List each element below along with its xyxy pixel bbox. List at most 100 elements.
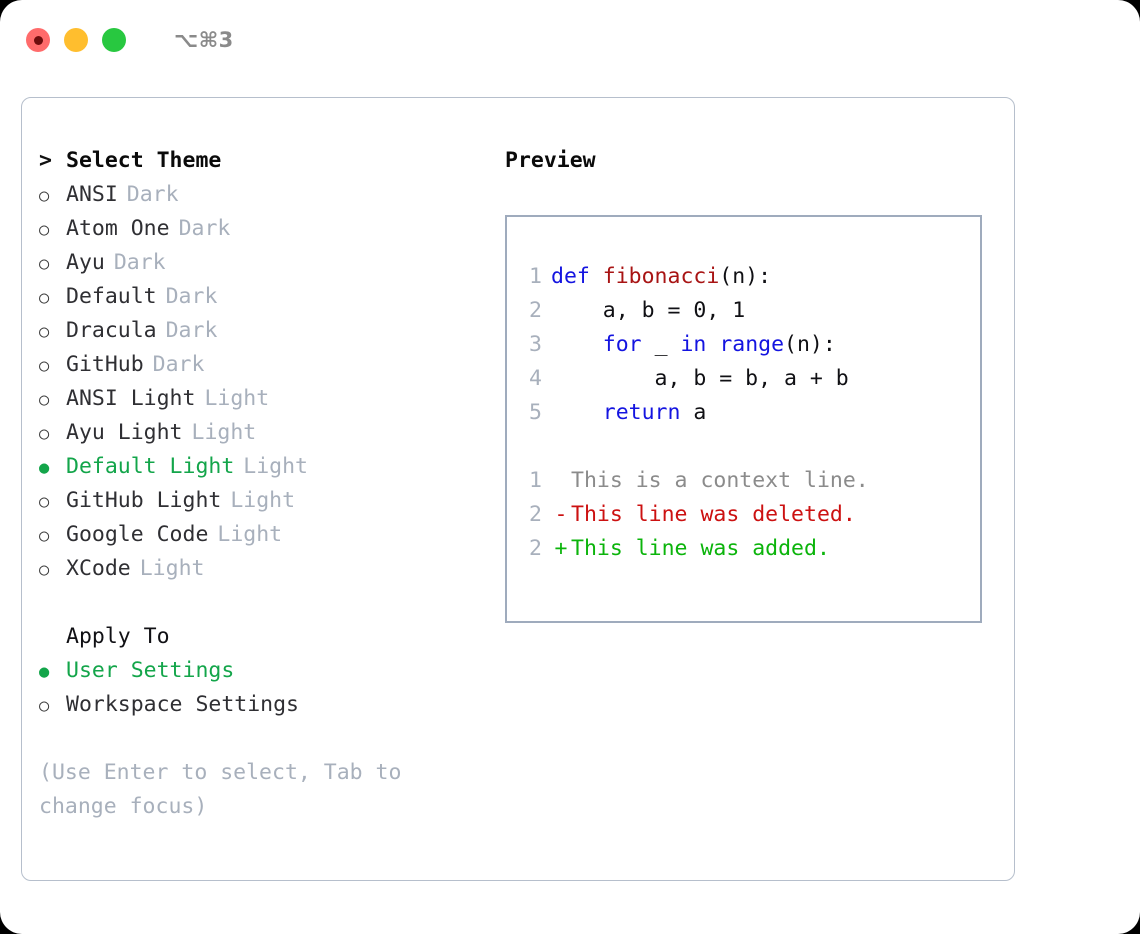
close-button[interactable] — [26, 28, 50, 52]
radio-selected-icon: ● — [39, 458, 50, 478]
titlebar: ⌥⌘3 — [0, 0, 1140, 80]
radio-unselected-icon: ○ — [39, 492, 50, 512]
code-token-plain: a, b = b, a + b — [551, 366, 849, 391]
code-token-kw: for — [602, 332, 642, 357]
keyboard-shortcut-label: ⌥⌘3 — [174, 28, 234, 52]
theme-name-label: GitHub — [66, 352, 144, 377]
code-token-plain: a — [680, 400, 707, 425]
hint-text: (Use Enter to select, Tab to change focu… — [39, 760, 402, 819]
theme-list-item[interactable]: ○ Default Dark — [39, 280, 482, 314]
code-line: 4 a, b = b, a + b — [507, 362, 980, 396]
select-theme-heading-label: Select Theme — [66, 148, 222, 173]
theme-variant-label: Light — [230, 488, 296, 513]
theme-list-item[interactable]: ○ GitHub Light Light — [39, 484, 482, 518]
radio-unselected-icon: ○ — [39, 254, 50, 274]
radio-unselected-icon: ○ — [39, 356, 50, 376]
theme-name-label: Google Code — [66, 522, 209, 547]
theme-name-label: XCode — [66, 556, 131, 581]
line-number: 1 — [529, 468, 542, 493]
theme-name-label: Dracula — [66, 318, 157, 343]
theme-list-item[interactable]: ● Default Light Light — [39, 450, 482, 484]
code-token-kw: in — [680, 332, 707, 357]
theme-variant-label: Dark — [178, 216, 231, 241]
code-text: a, b = b, a + b — [551, 362, 849, 396]
apply-to-list: ● User Settings ○ Workspace Settings — [39, 654, 482, 722]
radio-unselected-icon: ○ — [39, 424, 50, 444]
diff-line: 2-This line was deleted. — [507, 498, 980, 532]
apply-to-heading-label: Apply To — [66, 624, 170, 649]
theme-name-label: Default Light — [66, 454, 235, 479]
theme-name-label: Ayu Light — [66, 420, 183, 445]
diff-marker — [551, 464, 571, 498]
diff-text: This is a context line. — [571, 468, 869, 493]
code-line: 2 a, b = 0, 1 — [507, 294, 980, 328]
diff-marker: - — [554, 502, 568, 527]
theme-variant-label: Light — [204, 386, 270, 411]
theme-name-label: Atom One — [66, 216, 170, 241]
radio-selected-icon: ● — [39, 662, 50, 682]
apply-to-option-label: User Settings — [66, 658, 235, 683]
diff-sample: 1 This is a context line.2-This line was… — [507, 464, 980, 566]
theme-list-item[interactable]: ○ Dracula Dark — [39, 314, 482, 348]
code-line: 3 for _ in range(n): — [507, 328, 980, 362]
code-spacer — [507, 430, 980, 464]
recording-indicator-icon — [33, 35, 43, 45]
radio-unselected-icon: ○ — [39, 390, 50, 410]
theme-name-label: Ayu — [66, 250, 105, 275]
code-token-plain: a, b = 0, 1 — [551, 298, 746, 323]
theme-name-label: GitHub Light — [66, 488, 222, 513]
code-text: for _ in range(n): — [551, 328, 836, 362]
theme-variant-label: Dark — [165, 318, 218, 343]
code-text: return a — [551, 396, 707, 430]
theme-variant-label: Dark — [126, 182, 179, 207]
theme-variant-label: Dark — [113, 250, 166, 275]
theme-variant-label: Dark — [165, 284, 218, 309]
apply-to-option[interactable]: ○ Workspace Settings — [39, 688, 482, 722]
diff-marker: + — [554, 536, 568, 561]
line-number: 4 — [529, 366, 542, 391]
code-token-plain: (n): — [784, 332, 836, 357]
diff-line: 1 This is a context line. — [507, 464, 980, 498]
radio-unselected-icon: ○ — [39, 526, 50, 546]
apply-to-option-label: Workspace Settings — [66, 692, 299, 717]
theme-variant-label: Light — [243, 454, 309, 479]
theme-name-label: Default — [66, 284, 157, 309]
diff-line: 2+This line was added. — [507, 532, 980, 566]
code-token-kw: return — [602, 400, 681, 425]
caret-icon: > — [39, 148, 52, 173]
line-number: 5 — [529, 400, 542, 425]
code-token-plain: (n): — [719, 264, 772, 289]
radio-unselected-icon: ○ — [39, 322, 50, 342]
code-token-kw: def — [551, 264, 603, 289]
code-token-plain — [706, 332, 719, 357]
code-line: 5 return a — [507, 396, 980, 430]
line-number: 3 — [529, 332, 542, 357]
theme-list-item[interactable]: ○ Ayu Dark — [39, 246, 482, 280]
code-token-fn: fibonacci — [602, 264, 720, 289]
minimize-button[interactable] — [64, 28, 88, 52]
line-number: 1 — [529, 264, 542, 289]
code-token-kw: range — [719, 332, 785, 357]
radio-unselected-icon: ○ — [39, 696, 50, 716]
code-text: def fibonacci(n): — [551, 260, 771, 294]
radio-unselected-icon: ○ — [39, 288, 50, 308]
apply-to-option[interactable]: ● User Settings — [39, 654, 482, 688]
maximize-button[interactable] — [102, 28, 126, 52]
theme-variant-label: Light — [139, 556, 205, 581]
theme-list-item[interactable]: ○ GitHub Dark — [39, 348, 482, 382]
line-number: 2 — [529, 536, 542, 561]
theme-variant-label: Dark — [152, 352, 205, 377]
